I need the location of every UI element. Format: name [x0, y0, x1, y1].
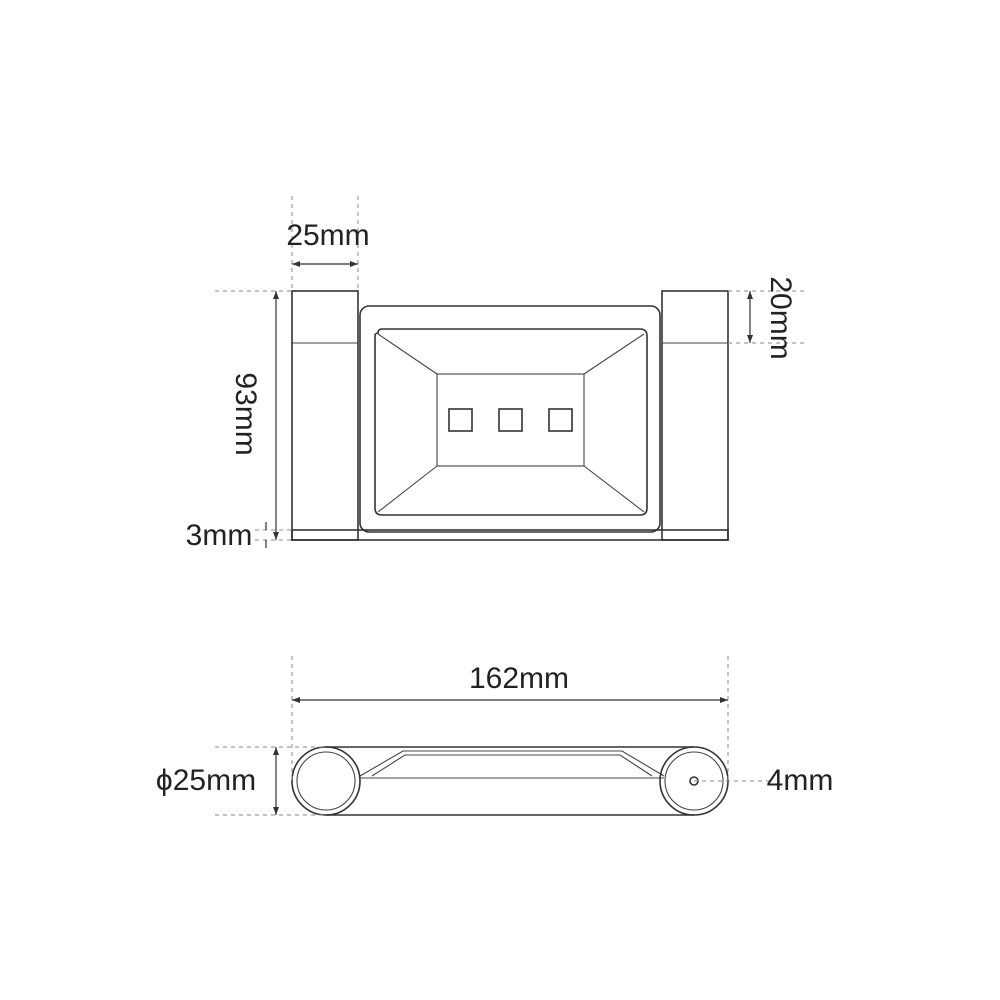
tray-top-view-inner [371, 754, 653, 777]
dim-bar-diameter: ϕ25mm [156, 747, 279, 815]
dim-label-length-total: 162mm [469, 662, 569, 695]
dim-upper-block: 20mm [747, 276, 797, 360]
front-view [291, 290, 729, 541]
dim-width-top: 25mm [286, 219, 370, 267]
top-extension-lines [215, 656, 770, 816]
left-post [291, 290, 359, 541]
tray-top-view [359, 750, 665, 777]
front-extension-lines [215, 196, 805, 541]
base-plate [291, 529, 729, 541]
dim-label-upper-block: 20mm [764, 276, 797, 359]
left-bar-outer [291, 746, 361, 816]
right-bar-inner [664, 751, 724, 811]
dim-base-thickness: 3mm [186, 519, 267, 552]
tray-outer [359, 305, 661, 533]
top-view [291, 746, 729, 816]
dim-hole: 4mm [767, 764, 834, 797]
dim-label-height-total: 93mm [229, 372, 262, 455]
left-bar-inner [296, 751, 356, 811]
dim-label-base-thickness: 3mm [186, 519, 253, 552]
bevel-line [583, 333, 645, 375]
drain-hole [448, 408, 473, 432]
tray-bottom [436, 373, 585, 467]
drain-hole [498, 408, 523, 432]
dim-length-total: 162mm [292, 662, 728, 703]
bevel-line [583, 465, 645, 513]
bevel-line [377, 333, 438, 375]
drain-hole [548, 408, 573, 432]
dim-label-hole: 4mm [767, 764, 834, 797]
tray-rim [374, 328, 648, 516]
dim-height-total: 93mm [229, 291, 279, 540]
right-post [661, 290, 729, 541]
dim-label-bar-diameter: ϕ25mm [156, 764, 256, 797]
dim-label-width-top: 25mm [286, 219, 369, 252]
bevel-line [377, 465, 438, 513]
